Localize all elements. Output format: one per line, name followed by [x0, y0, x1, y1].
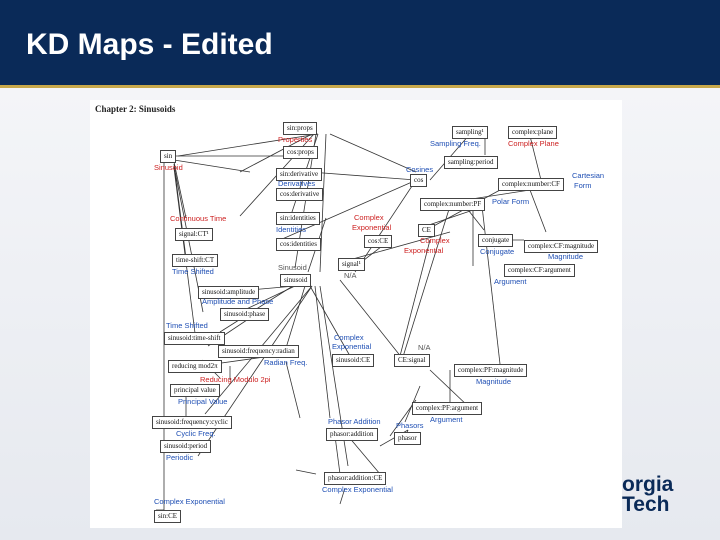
- node-sinusoid-frequency-cyclic: sinusoid:frequency:cyclic: [152, 416, 232, 429]
- label-cosines: Cosines: [406, 165, 434, 174]
- label-complex-plane: Complex Plane: [508, 139, 559, 148]
- label-properties: Properties: [278, 135, 313, 144]
- node-sinusoid: sinusoid: [280, 274, 312, 287]
- label-complex-exponential-left: Complex Exponential: [154, 497, 225, 506]
- node-sinusoid-period: sinusoid:period: [160, 440, 212, 453]
- label-identities: Identities: [276, 225, 307, 234]
- label-complex-exponential-1b: Exponential: [352, 223, 392, 232]
- node-cos-identities: cos:identities: [276, 238, 321, 251]
- node-phasor-addition: phasor:addition: [326, 428, 378, 441]
- node-phasor-addition-ce: phasor:addition:CE: [324, 472, 387, 485]
- node-sampling: sampling¹: [452, 126, 488, 139]
- node-sin-ce: sin:CE: [154, 510, 182, 523]
- label-argument-2: Argument: [430, 415, 463, 424]
- node-complex-cf-magnitude: complex:CF:magnitude: [524, 240, 599, 253]
- node-sin-identities: sin:identities: [276, 212, 320, 225]
- node-sinusoid-amplitude: sinusoid:amplitude: [198, 286, 260, 299]
- node-signal: signal¹: [338, 258, 365, 271]
- node-complex-cf-argument: complex:CF:argument: [504, 264, 575, 277]
- node-conjugate: conjugate: [478, 234, 514, 247]
- node-sin-derivative: sin:derivative: [276, 168, 323, 181]
- label-time-shifted-2: Time Shifted: [166, 321, 208, 330]
- label-polar-form: Polar Form: [492, 197, 530, 206]
- label-principal-value: Principal Value: [178, 397, 228, 406]
- label-cartesian: Cartesian: [572, 171, 605, 180]
- logo-text-line2: Tech: [622, 493, 670, 516]
- node-complex-plane: complex:plane: [508, 126, 558, 139]
- node-ce-signal: CE:signal: [394, 354, 430, 367]
- chapter-heading: Chapter 2: Sinusoids: [95, 104, 176, 114]
- label-complex-exponential-bottom: Complex Exponential: [322, 485, 393, 494]
- node-sinusoid-phase: sinusoid:phase: [220, 308, 270, 321]
- node-complex-number-pf: complex:number:PF: [420, 198, 486, 211]
- label-phasors: Phasors: [396, 421, 424, 430]
- node-cos-ce: cos:CE: [364, 235, 393, 248]
- label-magnitude: Magnitude: [548, 252, 584, 261]
- label-derivatives: Derivatives: [278, 179, 316, 188]
- label-amplitude-and-phase: Amplitude and Phase: [202, 297, 274, 306]
- label-sinusoid-2: Sinusoid: [278, 263, 307, 272]
- node-phasor: phasor: [394, 432, 421, 445]
- slide-header: KD Maps - Edited: [0, 0, 720, 88]
- node-complex-pf-magnitude: complex:PF:magnitude: [454, 364, 528, 377]
- label-complex-exponential-2a: Complex: [420, 236, 450, 245]
- label-conjugate: Conjugate: [480, 247, 515, 256]
- node-sin: sin: [160, 150, 177, 163]
- node-complex-pf-argument: complex:PF:argument: [412, 402, 483, 415]
- label-time-shifted: Time Shifted: [172, 267, 214, 276]
- node-cos-props: cos:props: [283, 146, 318, 159]
- label-na-2: N/A: [418, 343, 431, 352]
- label-complex-exponential-1a: Complex: [354, 213, 384, 222]
- kd-map-image: Chapter 2: Sinusoids sin:props cos:props…: [90, 100, 622, 528]
- label-periodic: Periodic: [166, 453, 194, 462]
- label-reducing-modulo: Reducing Modulo 2pi: [200, 375, 271, 384]
- label-continuous-time: Continuous Time: [170, 214, 227, 223]
- node-ce: CE: [418, 224, 435, 237]
- label-magnitude-2: Magnitude: [476, 377, 512, 386]
- node-sinusoid-time-shift: sinusoid:time-shift: [164, 332, 225, 345]
- label-radian-freq: Radian Freq.: [264, 358, 308, 367]
- node-signal-ct: signal:CT¹: [175, 228, 213, 241]
- node-cos: cos: [410, 174, 428, 187]
- label-complex-exponential-3b: Exponential: [332, 342, 372, 351]
- label-sampling-freq: Sampling Freq.: [430, 139, 481, 148]
- node-sinusoid-frequency-radian: sinusoid:frequency:radian: [218, 345, 299, 358]
- label-na-1: N/A: [344, 271, 357, 280]
- label-complex-exponential-2b: Exponential: [404, 246, 444, 255]
- label-argument: Argument: [494, 277, 527, 286]
- node-sampling-period: sampling:period: [444, 156, 498, 169]
- node-sin-props: sin:props: [283, 122, 317, 135]
- node-time-shift-ct: time-shift:CT: [172, 254, 219, 267]
- node-complex-number-cf: complex:number:CF: [498, 178, 564, 191]
- node-reducing-mod: reducing mod2π: [168, 360, 222, 373]
- node-cos-derivative: cos:derivative: [276, 188, 324, 201]
- node-sinusoid-ce: sinusoid:CE: [332, 354, 375, 367]
- label-phasor-addition: Phasor Addition: [328, 417, 381, 426]
- logo-text-line1: orgia: [622, 473, 674, 496]
- georgia-tech-logo: orgia Tech: [622, 472, 714, 522]
- label-sinusoid: Sinusoid: [154, 163, 183, 172]
- slide-title: KD Maps - Edited: [26, 28, 273, 61]
- label-cyclic-freq: Cyclic Freq.: [176, 429, 216, 438]
- label-complex-exponential-3a: Complex: [334, 333, 364, 342]
- node-principal-value: principal value: [170, 384, 220, 397]
- label-cartesian-form: Form: [574, 181, 592, 190]
